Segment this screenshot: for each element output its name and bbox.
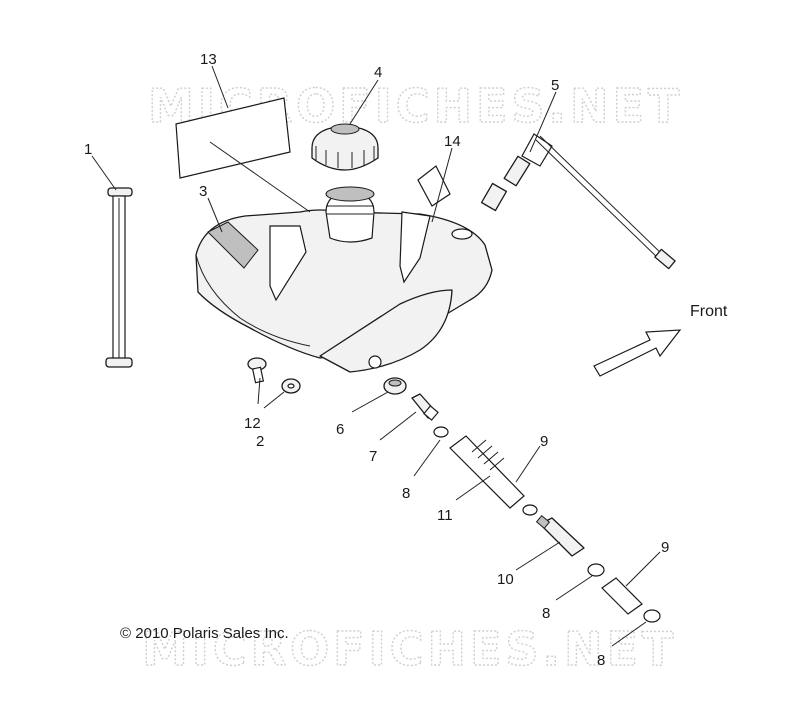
callout-12: 12 [244,415,261,432]
clamp-part-mid [522,504,538,516]
callout-4: 4 [374,64,382,81]
clamp-part-lower [587,563,605,577]
callout-1: 1 [84,141,92,158]
strap-part [105,187,133,368]
gasket-part [417,165,451,207]
callout-11: 11 [437,507,453,524]
grommet-part [383,377,407,395]
callout-5: 5 [551,77,559,94]
callout-9-upper: 9 [540,433,548,450]
fuel-tank-part [195,186,493,373]
washer-part [281,378,301,394]
callout-9-lower: 9 [661,539,669,556]
callout-7: 7 [369,448,377,465]
copyright-text: © 2010 Polaris Sales Inc. [120,625,289,642]
callout-3: 3 [199,183,207,200]
callout-8-bottom: 8 [597,652,605,669]
clamp-part-upper [433,426,449,438]
clamp-part-bottom [643,609,661,623]
callout-6: 6 [336,421,344,438]
fuel-filter-part [535,515,585,557]
fuel-cap-part [311,123,379,171]
callout-8-upper: 8 [402,485,410,502]
decal-part [175,97,291,179]
bolt-part [247,357,267,384]
sender-part [480,133,676,270]
front-label: Front [690,303,728,320]
callout-2: 2 [256,433,264,450]
leader-lines [91,65,661,647]
callout-numbers: 1 13 4 14 5 3 12 2 6 7 8 9 11 10 8 9 8 [84,51,669,669]
fuel-hose-part [449,435,525,509]
callout-13: 13 [200,51,217,68]
hose-part-lower [601,577,643,615]
front-arrow-icon [593,329,682,377]
callout-8-lower: 8 [542,605,550,622]
callout-10: 10 [497,571,514,588]
watermark-bottom: MICROFICHES.NET [142,622,677,676]
callout-14: 14 [444,133,461,150]
fitting-part [411,393,439,421]
